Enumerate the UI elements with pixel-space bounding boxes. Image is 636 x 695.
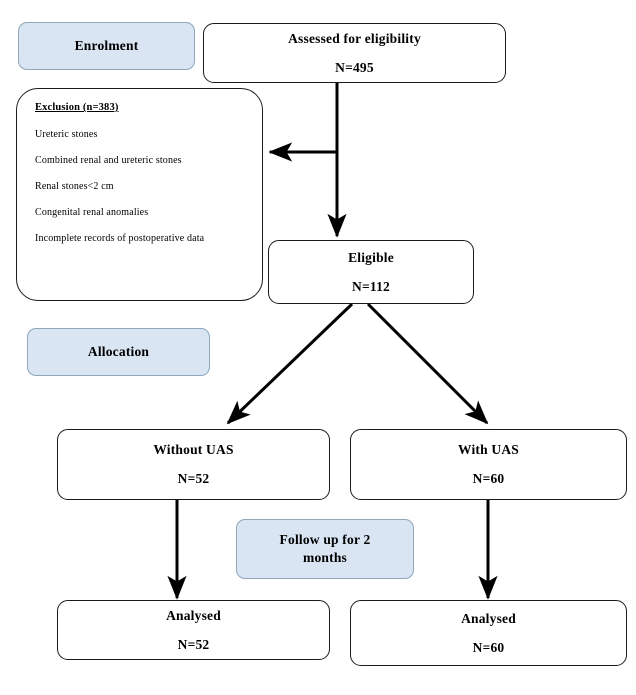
stage-enrolment-text: Enrolment — [74, 38, 139, 54]
stage-allocation-text: Allocation — [87, 344, 150, 360]
exclusion-item: Ureteric stones — [35, 128, 98, 140]
stage-followup-line1: Follow up for 2 — [279, 531, 371, 547]
exclusion-title: Exclusion (n=383) — [35, 102, 119, 113]
node-analysed-without-uas: Analysed N=52 — [57, 600, 330, 660]
node-with-uas-count: N=60 — [472, 471, 505, 486]
node-analysed-left-label: Analysed — [166, 607, 221, 623]
edge-eligible-to-with-uas — [366, 302, 489, 425]
exclusion-item: Combined renal and ureteric stones — [35, 154, 182, 166]
exclusion-item: Renal stones<2 cm — [35, 180, 114, 192]
node-exclusion: Exclusion (n=383) Ureteric stones Combin… — [16, 88, 263, 301]
node-assessed-count: N=495 — [335, 59, 374, 75]
stage-label-follow-up: Follow up for 2 months — [236, 519, 414, 579]
node-eligible-label: Eligible — [348, 249, 394, 265]
node-without-uas-label: Without UAS — [153, 442, 234, 458]
exclusion-item: Congenital renal anomalies — [35, 206, 149, 218]
node-with-uas-label: With UAS — [458, 442, 519, 458]
node-assessed-for-eligibility: Assessed for eligibility N=495 — [203, 23, 506, 83]
node-analysed-right-label: Analysed — [461, 610, 516, 626]
exclusion-item: Incomplete records of postoperative data — [35, 232, 205, 244]
node-analysed-left-count: N=52 — [177, 636, 210, 652]
node-eligible-count: N=112 — [352, 278, 390, 294]
edge-eligible-to-without-uas — [226, 302, 354, 425]
stage-followup-line2: months — [303, 550, 347, 565]
node-assessed-label: Assessed for eligibility — [288, 30, 421, 46]
node-with-uas: With UAS N=60 — [350, 429, 627, 500]
stage-label-allocation: Allocation — [27, 328, 210, 376]
node-without-uas-count: N=52 — [177, 471, 210, 486]
stage-label-enrolment: Enrolment — [18, 22, 195, 70]
node-without-uas: Without UAS N=52 — [57, 429, 330, 500]
node-analysed-right-count: N=60 — [472, 639, 505, 655]
node-eligible: Eligible N=112 — [268, 240, 474, 304]
node-analysed-with-uas: Analysed N=60 — [350, 600, 627, 666]
